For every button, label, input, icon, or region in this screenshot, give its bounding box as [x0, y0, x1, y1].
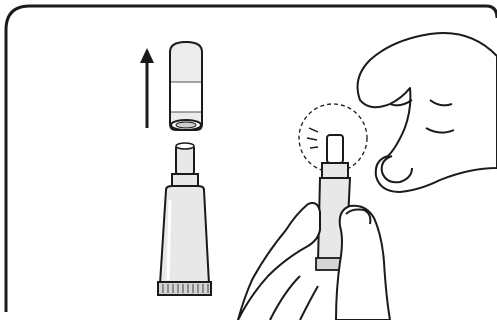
hand-upper-right [358, 33, 497, 192]
tube-cap [170, 42, 202, 130]
arrow-up-icon [140, 48, 154, 128]
motion-lines [307, 128, 318, 148]
ointment-tube-left [158, 143, 211, 295]
hand-lower [238, 203, 390, 320]
